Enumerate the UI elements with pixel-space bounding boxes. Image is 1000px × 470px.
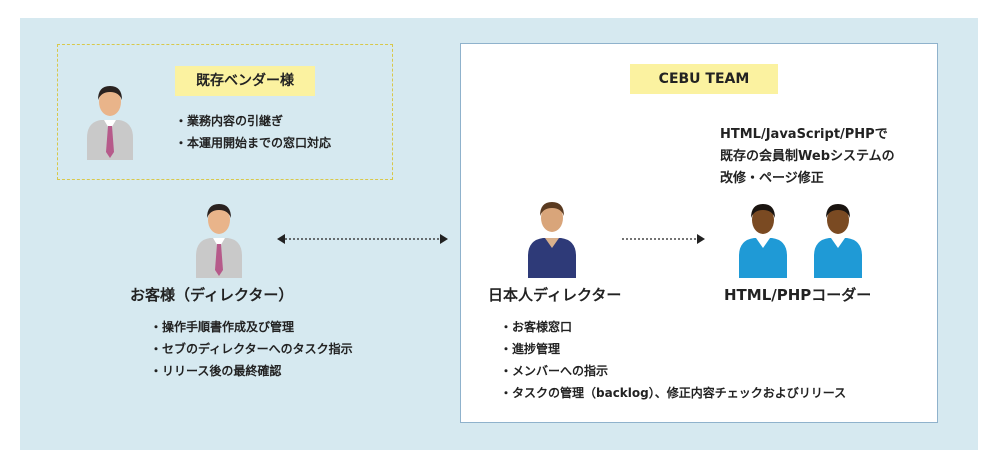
director-item-4: ・タスクの管理（backlog）、修正内容チェックおよびリリース bbox=[500, 386, 847, 400]
coder-desc-line-3: 改修・ページ修正 bbox=[720, 171, 824, 186]
bidirectional-arrow bbox=[277, 234, 448, 244]
coder-label: HTML/PHPコーダー bbox=[724, 286, 872, 304]
vendor-box bbox=[57, 44, 393, 180]
vendor-label: 既存ベンダー様 bbox=[175, 66, 315, 96]
director-item-2: ・進捗管理 bbox=[500, 342, 561, 356]
client-item-3: ・リリース後の最終確認 bbox=[150, 364, 282, 378]
cebu-team-label: CEBU TEAM bbox=[630, 64, 778, 94]
coder-person-icon-1 bbox=[739, 204, 787, 278]
vendor-item-1: ・業務内容の引継ぎ bbox=[175, 114, 284, 128]
client-label: お客様（ディレクター） bbox=[130, 286, 294, 304]
director-to-coder-arrow bbox=[622, 234, 705, 244]
coder-desc-line-1: HTML/JavaScript/PHPで bbox=[720, 127, 888, 142]
director-label: 日本人ディレクター bbox=[488, 286, 622, 304]
director-person-icon bbox=[528, 202, 576, 278]
director-item-3: ・メンバーへの指示 bbox=[500, 364, 609, 378]
cebu-team-box bbox=[460, 43, 938, 423]
client-item-1: ・操作手順書作成及び管理 bbox=[150, 320, 295, 334]
coder-person-icon-2 bbox=[814, 204, 862, 278]
vendor-person-icon bbox=[87, 86, 133, 160]
coder-desc-line-2: 既存の会員制Webシステムの bbox=[720, 149, 895, 164]
client-person-icon bbox=[196, 204, 242, 278]
client-item-2: ・セブのディレクターへのタスク指示 bbox=[150, 342, 353, 356]
director-item-1: ・お客様窓口 bbox=[500, 320, 573, 334]
vendor-item-2: ・本運用開始までの窓口対応 bbox=[175, 136, 332, 150]
